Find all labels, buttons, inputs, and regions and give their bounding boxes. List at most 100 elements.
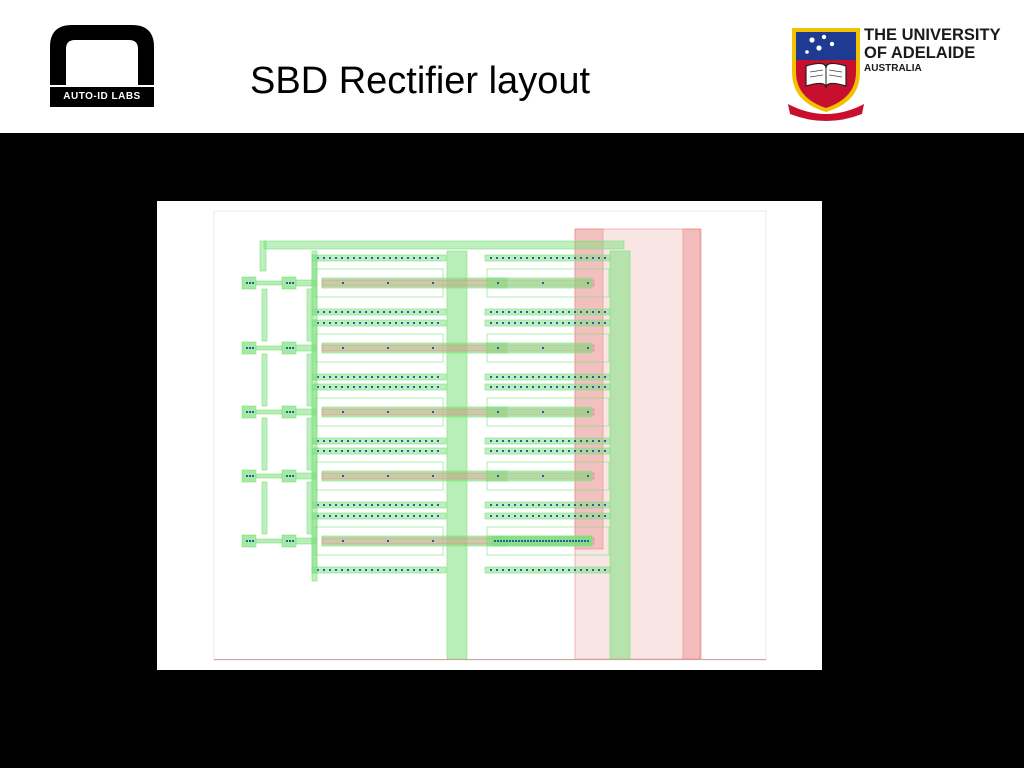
- contact: [556, 440, 558, 442]
- contact: [323, 569, 325, 571]
- contact: [562, 322, 564, 324]
- contact: [347, 311, 349, 313]
- contact: [317, 440, 319, 442]
- contact: [592, 515, 594, 517]
- contact: [383, 386, 385, 388]
- left-contact: [286, 347, 288, 349]
- top-feed: [259, 240, 267, 272]
- contact: [580, 450, 582, 452]
- contact: [574, 322, 576, 324]
- contact: [574, 515, 576, 517]
- contact: [532, 515, 534, 517]
- contact: [341, 257, 343, 259]
- left-contact: [252, 347, 254, 349]
- contact: [407, 257, 409, 259]
- contact: [580, 440, 582, 442]
- left-contact: [289, 347, 291, 349]
- contact: [556, 322, 558, 324]
- contact: [550, 386, 552, 388]
- contact: [329, 440, 331, 442]
- contact: [413, 450, 415, 452]
- contact: [604, 322, 606, 324]
- contact: [419, 450, 421, 452]
- contact: [317, 515, 319, 517]
- contact: [341, 322, 343, 324]
- contact: [395, 504, 397, 506]
- strip-contact: [387, 411, 389, 413]
- contact: [538, 504, 540, 506]
- contact: [401, 386, 403, 388]
- contact: [556, 257, 558, 259]
- contact: [329, 311, 331, 313]
- contact: [389, 504, 391, 506]
- contact: [604, 376, 606, 378]
- contact: [502, 504, 504, 506]
- layout-figure: [157, 201, 822, 670]
- contact: [317, 450, 319, 452]
- strip-contact: [497, 411, 499, 413]
- contact: [347, 515, 349, 517]
- contact: [562, 440, 564, 442]
- left-contact: [286, 282, 288, 284]
- contact: [323, 440, 325, 442]
- contact: [538, 311, 540, 313]
- contact: [574, 440, 576, 442]
- contact: [538, 322, 540, 324]
- contact: [353, 440, 355, 442]
- contact: [544, 504, 546, 506]
- contact: [520, 515, 522, 517]
- contact: [598, 376, 600, 378]
- bottom-dense-contact: [575, 540, 577, 542]
- strip-contact: [387, 540, 389, 542]
- contact: [353, 450, 355, 452]
- diode-strip-red: [321, 537, 595, 545]
- strip-contact: [432, 411, 434, 413]
- contact: [413, 386, 415, 388]
- contact: [532, 569, 534, 571]
- contact: [407, 376, 409, 378]
- contact: [359, 322, 361, 324]
- contact: [401, 450, 403, 452]
- contact: [335, 569, 337, 571]
- contact: [413, 311, 415, 313]
- contact: [508, 311, 510, 313]
- contact: [508, 440, 510, 442]
- contact: [526, 311, 528, 313]
- contact: [550, 504, 552, 506]
- contact: [568, 440, 570, 442]
- contact: [550, 515, 552, 517]
- contact: [514, 440, 516, 442]
- contact: [383, 322, 385, 324]
- contact: [335, 450, 337, 452]
- bottom-dense-contact: [557, 540, 559, 542]
- bottom-dense-contact: [506, 540, 508, 542]
- contact: [401, 504, 403, 506]
- bottom-dense-contact: [566, 540, 568, 542]
- contact: [353, 386, 355, 388]
- bottom-dense-contact: [554, 540, 556, 542]
- contact: [568, 322, 570, 324]
- contact: [496, 311, 498, 313]
- contact: [490, 311, 492, 313]
- contact: [329, 569, 331, 571]
- contact: [538, 569, 540, 571]
- slide-title: SBD Rectifier layout: [250, 60, 591, 102]
- strip-contact: [542, 347, 544, 349]
- strip-contact: [497, 282, 499, 284]
- finger: [484, 437, 611, 445]
- contact: [395, 386, 397, 388]
- finger: [484, 308, 611, 316]
- contact: [419, 322, 421, 324]
- contact: [425, 376, 427, 378]
- left-contact: [246, 540, 248, 542]
- strip-contact: [587, 282, 589, 284]
- contact: [586, 257, 588, 259]
- contact: [383, 376, 385, 378]
- contact: [389, 376, 391, 378]
- contact: [431, 504, 433, 506]
- contact: [341, 311, 343, 313]
- contact: [544, 257, 546, 259]
- contact: [437, 569, 439, 571]
- bottom-dense-contact: [527, 540, 529, 542]
- contact: [365, 311, 367, 313]
